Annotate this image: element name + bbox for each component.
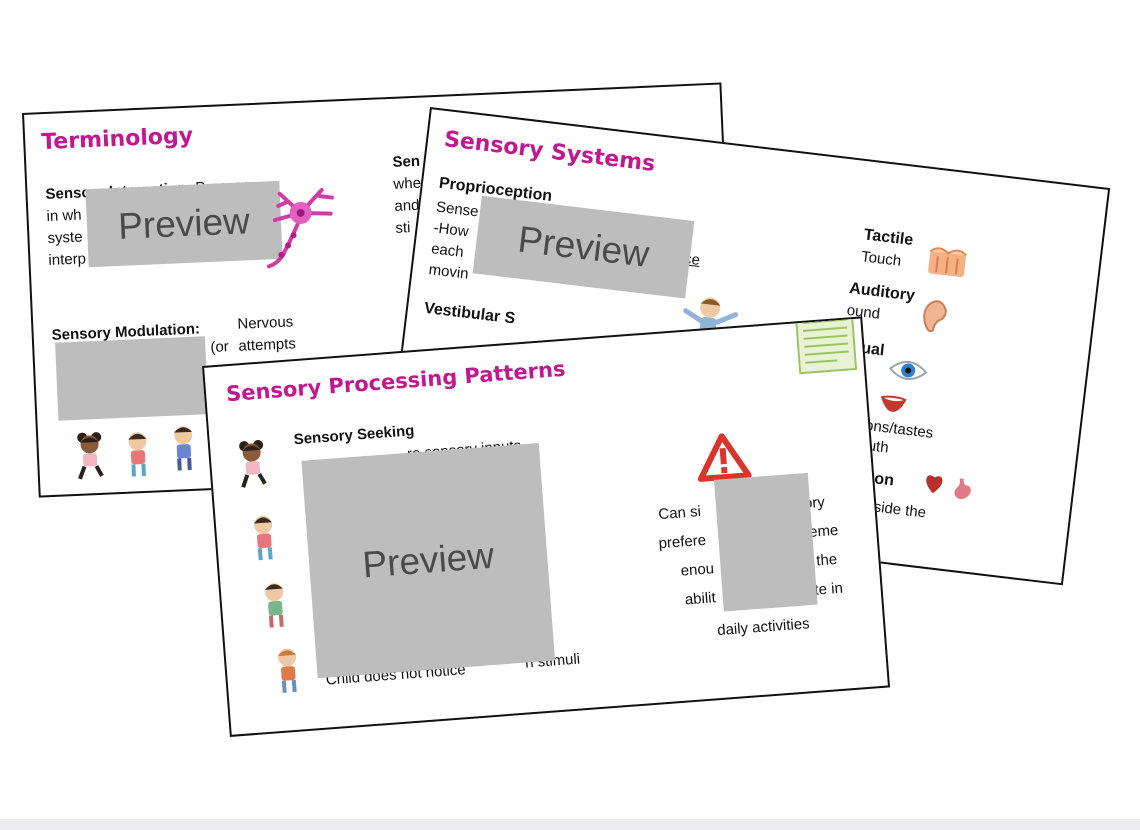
- right-line-right: the: [815, 550, 838, 570]
- child-seeking-icon: [77, 432, 104, 480]
- slide-sensory-systems: Sensory Systems Proprioception Sense of …: [382, 107, 1111, 586]
- integration-line: in wh: [46, 206, 82, 226]
- slide-terminology: Terminology Sensory Integration: Process…: [22, 82, 739, 498]
- slide-title: Sensory Processing Patterns: [225, 356, 567, 407]
- child-sensitive-icon: [264, 583, 284, 628]
- slide-title: Sensory Systems: [442, 127, 657, 177]
- modulation-def: Nervous: [237, 313, 294, 333]
- child-avoiding-icon: [253, 515, 273, 561]
- proprioception-line: movin: [427, 261, 470, 283]
- right-col-term: Sen: [392, 152, 421, 171]
- warning-icon: [697, 433, 752, 482]
- right-col-line: whe: [393, 174, 422, 193]
- redacted-block: [55, 336, 209, 421]
- bottom-strip: [0, 819, 1140, 830]
- modulation-frag: (or: [210, 338, 230, 356]
- modulation-def: attempts: [238, 335, 297, 355]
- neuron-icon: [266, 188, 334, 269]
- eye-icon: [888, 361, 928, 380]
- child-low-registration-icon: [277, 648, 297, 693]
- right-last-line: daily activities: [716, 615, 811, 640]
- mouth-icon: [880, 395, 907, 412]
- preview-watermark: Preview: [472, 195, 695, 299]
- right-line-left: prefere: [657, 531, 707, 553]
- right-line-left: Can si: [657, 503, 702, 524]
- child-sensitive-icon: [174, 426, 193, 471]
- right-line-left: abilit: [684, 589, 717, 609]
- form-thumbnail-icon: [793, 316, 858, 375]
- integration-line: syste: [47, 228, 83, 247]
- vestibular-heading: Vestibular S: [423, 299, 517, 328]
- stomach-icon: [954, 478, 971, 500]
- right-line-right: te in: [813, 579, 844, 599]
- right-col-line: and: [394, 196, 420, 215]
- preview-watermark: Preview: [301, 442, 556, 679]
- child-avoiding-icon: [128, 432, 147, 477]
- tactile-text: Touch: [860, 248, 903, 270]
- right-line-left: enou: [680, 560, 715, 580]
- slide-title: Terminology: [40, 123, 194, 156]
- redacted-block: [713, 472, 818, 612]
- ear-icon: [923, 300, 947, 333]
- right-col-line: sti: [395, 219, 411, 237]
- skin-icon: [928, 247, 967, 278]
- preview-watermark: Preview: [85, 180, 283, 268]
- integration-line: interp: [48, 250, 87, 269]
- slide-processing-patterns: Sensory Processing Patterns Sensory Seek…: [202, 316, 891, 737]
- heart-icon: [926, 475, 943, 494]
- seeking-heading: Sensory Seeking: [293, 422, 415, 449]
- child-seeking-icon: [239, 440, 267, 488]
